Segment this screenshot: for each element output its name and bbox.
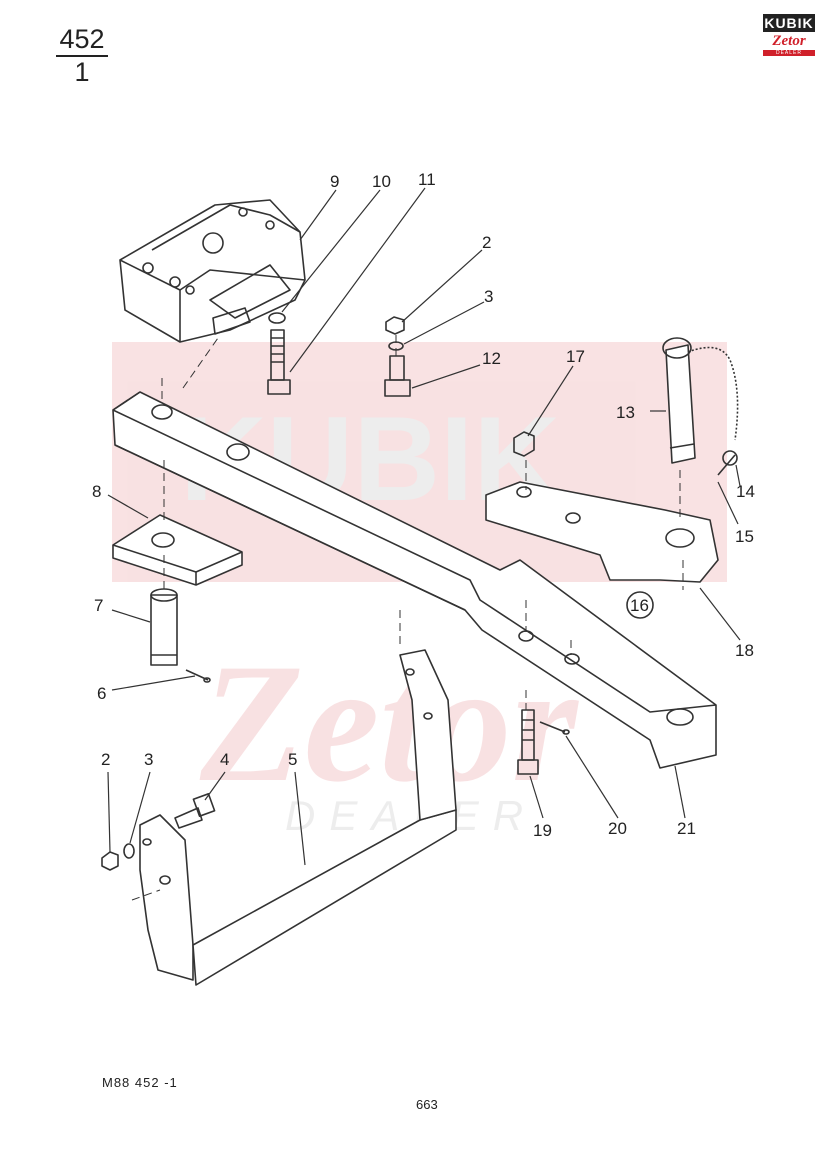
nut-part-17 [513, 431, 535, 457]
cotter-pin-part-20 [539, 721, 570, 735]
callout-circle-16 [626, 591, 654, 619]
logo-brand-top: KUBIK [763, 14, 815, 32]
callout-12: 12 [482, 349, 501, 368]
callout-18: 18 [735, 641, 754, 660]
washer-part-3-lower [123, 843, 135, 859]
drawbar-part-21 [112, 391, 717, 769]
drawing-code: M88 452 -1 [102, 1075, 178, 1090]
callout-21: 21 [677, 819, 696, 838]
callout-labels: 9 10 11 2 3 12 17 13 14 15 8 16 18 7 6 2… [92, 170, 755, 840]
bolt-part-4 [174, 793, 216, 829]
callout-leaders [107, 187, 741, 866]
pin-part-7 [150, 588, 178, 666]
hitch-pin-part-13 [662, 337, 696, 464]
cotter-pin-part-6 [185, 669, 211, 683]
callout-5: 5 [288, 750, 297, 769]
sheet-number: 1 [74, 57, 90, 87]
callout-19: 19 [533, 821, 552, 840]
chain-part-14 [687, 346, 739, 466]
kubik-zetor-logo: KUBIK Zetor DEALER [763, 14, 815, 60]
callout-10: 10 [372, 172, 391, 191]
nut-part-2-upper [385, 316, 405, 335]
callout-20: 20 [608, 819, 627, 838]
callout-17: 17 [566, 347, 585, 366]
callout-6: 6 [97, 684, 106, 703]
callout-14: 14 [736, 482, 755, 501]
logo-brand-sub: DEALER [763, 50, 815, 56]
callout-2-upper: 2 [482, 233, 491, 252]
spring-clip-part-15 [717, 454, 736, 476]
group-number: 452 [56, 26, 108, 57]
clevis-jaw-part-18 [485, 481, 719, 583]
callout-3-upper: 3 [484, 287, 493, 306]
pin-part-12 [384, 355, 411, 397]
page-group-code: 452 1 [56, 26, 108, 86]
plate-part-8 [112, 514, 243, 586]
bolt-part-19 [517, 709, 539, 775]
callout-13: 13 [616, 403, 635, 422]
bolt-part-11 [267, 329, 291, 395]
callout-11: 11 [418, 170, 436, 189]
callout-16: 16 [630, 596, 649, 615]
callout-8: 8 [92, 482, 101, 501]
callout-2-lower: 2 [101, 750, 110, 769]
frame-part-5 [139, 649, 457, 986]
callout-7: 7 [94, 596, 103, 615]
callout-4: 4 [220, 750, 229, 769]
watermark-line2: Zetor [199, 629, 580, 817]
assembly-center-lines [131, 335, 684, 901]
page-number: 663 [416, 1097, 438, 1112]
washer-part-10 [268, 312, 286, 324]
nut-part-2-lower [101, 851, 119, 871]
logo-brand-main: Zetor [772, 33, 806, 49]
callout-9: 9 [330, 172, 339, 191]
callout-3-lower: 3 [144, 750, 153, 769]
callout-15: 15 [735, 527, 754, 546]
bracket-block-part-9 [119, 199, 306, 343]
